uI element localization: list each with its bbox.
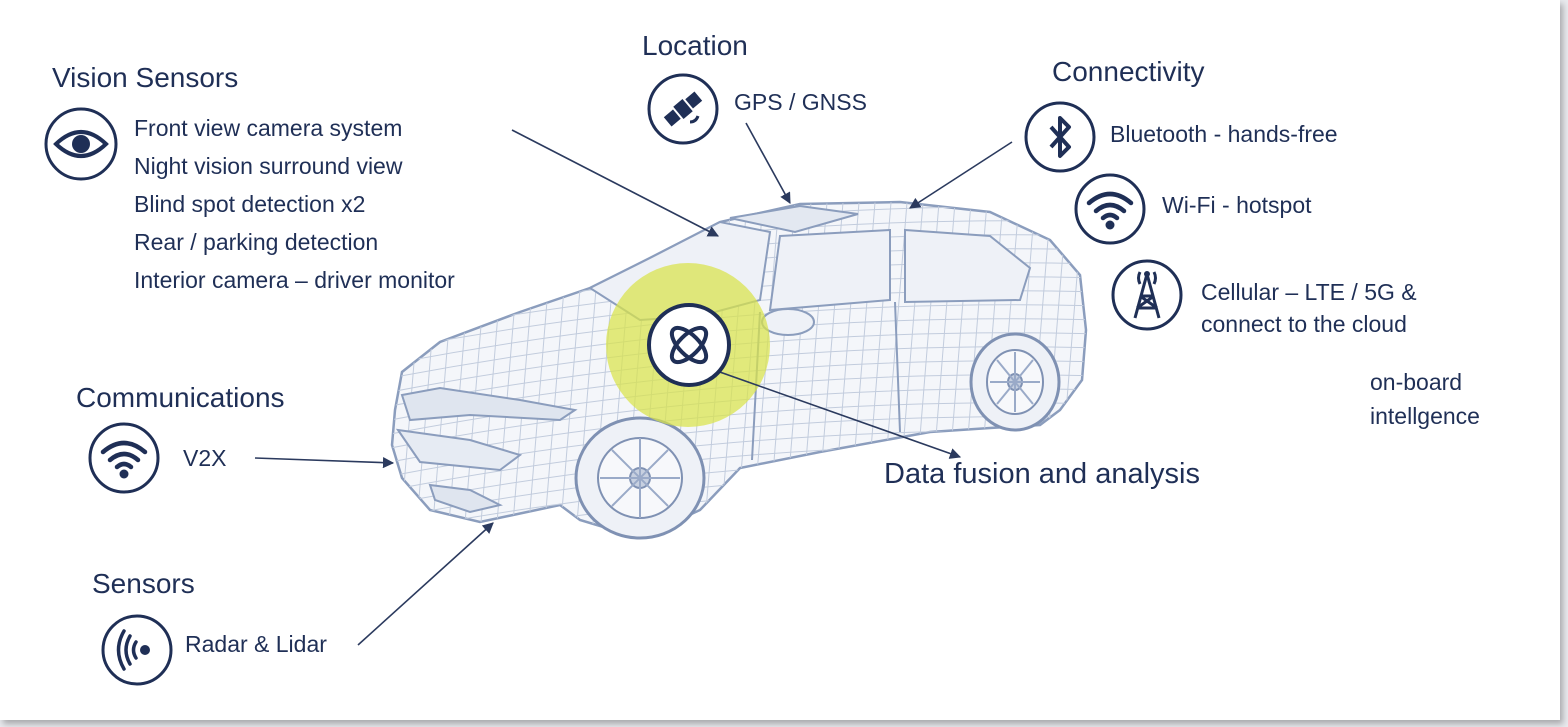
vision-item-night-vision: Night vision surround view [134, 153, 403, 179]
connectivity-heading: Connectivity [1052, 56, 1205, 87]
mesh-line [392, 528, 1086, 538]
cell-tower-icon [1111, 259, 1183, 331]
onboard-line1: on-board [1370, 369, 1463, 395]
bluetooth-label: Bluetooth - hands-free [1110, 121, 1338, 147]
mesh-line [392, 514, 1086, 538]
onboard-line2: intellgence [1370, 403, 1480, 429]
radar-waves-icon [101, 614, 173, 686]
bluetooth-icon [1024, 101, 1096, 173]
connector-arrows [254, 122, 1013, 646]
vision-item-rear-parking: Rear / parking detection [134, 229, 379, 255]
car-rear-window [904, 228, 1032, 304]
location-heading: Location [642, 30, 748, 61]
vision-sensors-heading: Vision Sensors [52, 62, 239, 93]
satellite-icon [647, 73, 719, 145]
location-item: GPS / GNSS [734, 89, 867, 115]
sensors-heading: Sensors [92, 568, 195, 599]
cellular-label: Cellular – LTE / 5G & connect to the clo… [1201, 276, 1417, 340]
vision-item-interior-camera: Interior camera – driver monitor [134, 267, 455, 293]
car-side-mirror [761, 308, 815, 336]
v2x-wifi-icon [88, 422, 160, 494]
wifi-icon [1074, 173, 1146, 245]
eye-icon [44, 107, 118, 181]
arrow-location [745, 122, 791, 204]
arrow-data-fusion [699, 364, 962, 459]
atom-icon [647, 303, 731, 387]
cellular-label-line2: connect to the cloud [1201, 311, 1407, 337]
cellular-label-line1: Cellular – LTE / 5G & [1201, 279, 1417, 305]
car-front-window [768, 228, 891, 312]
car-rear-wheel [969, 332, 1061, 432]
vision-sensors-list: Front view camera system Night vision su… [134, 116, 455, 306]
arrow-vision [511, 129, 719, 237]
arrow-sensors [357, 522, 494, 646]
car-sunroof [729, 204, 859, 234]
arrow-connectivity [909, 141, 1013, 209]
wifi-label: Wi-Fi - hotspot [1162, 192, 1312, 218]
radar-lidar-label: Radar & Lidar [185, 631, 327, 657]
vision-item-blind-spot: Blind spot detection x2 [134, 191, 366, 217]
data-fusion-label: Data fusion and analysis [884, 458, 1200, 490]
onboard-intelligence-label: on-board intellgence [1370, 365, 1480, 433]
vision-item-front-camera: Front view camera system [134, 115, 403, 141]
car-headlight [400, 386, 578, 422]
car-grille [395, 428, 523, 472]
v2x-label: V2X [183, 445, 227, 471]
arrow-v2x [254, 457, 395, 469]
car-fog-light [428, 483, 503, 514]
car-front-wheel [574, 416, 706, 540]
communications-heading: Communications [76, 382, 285, 413]
